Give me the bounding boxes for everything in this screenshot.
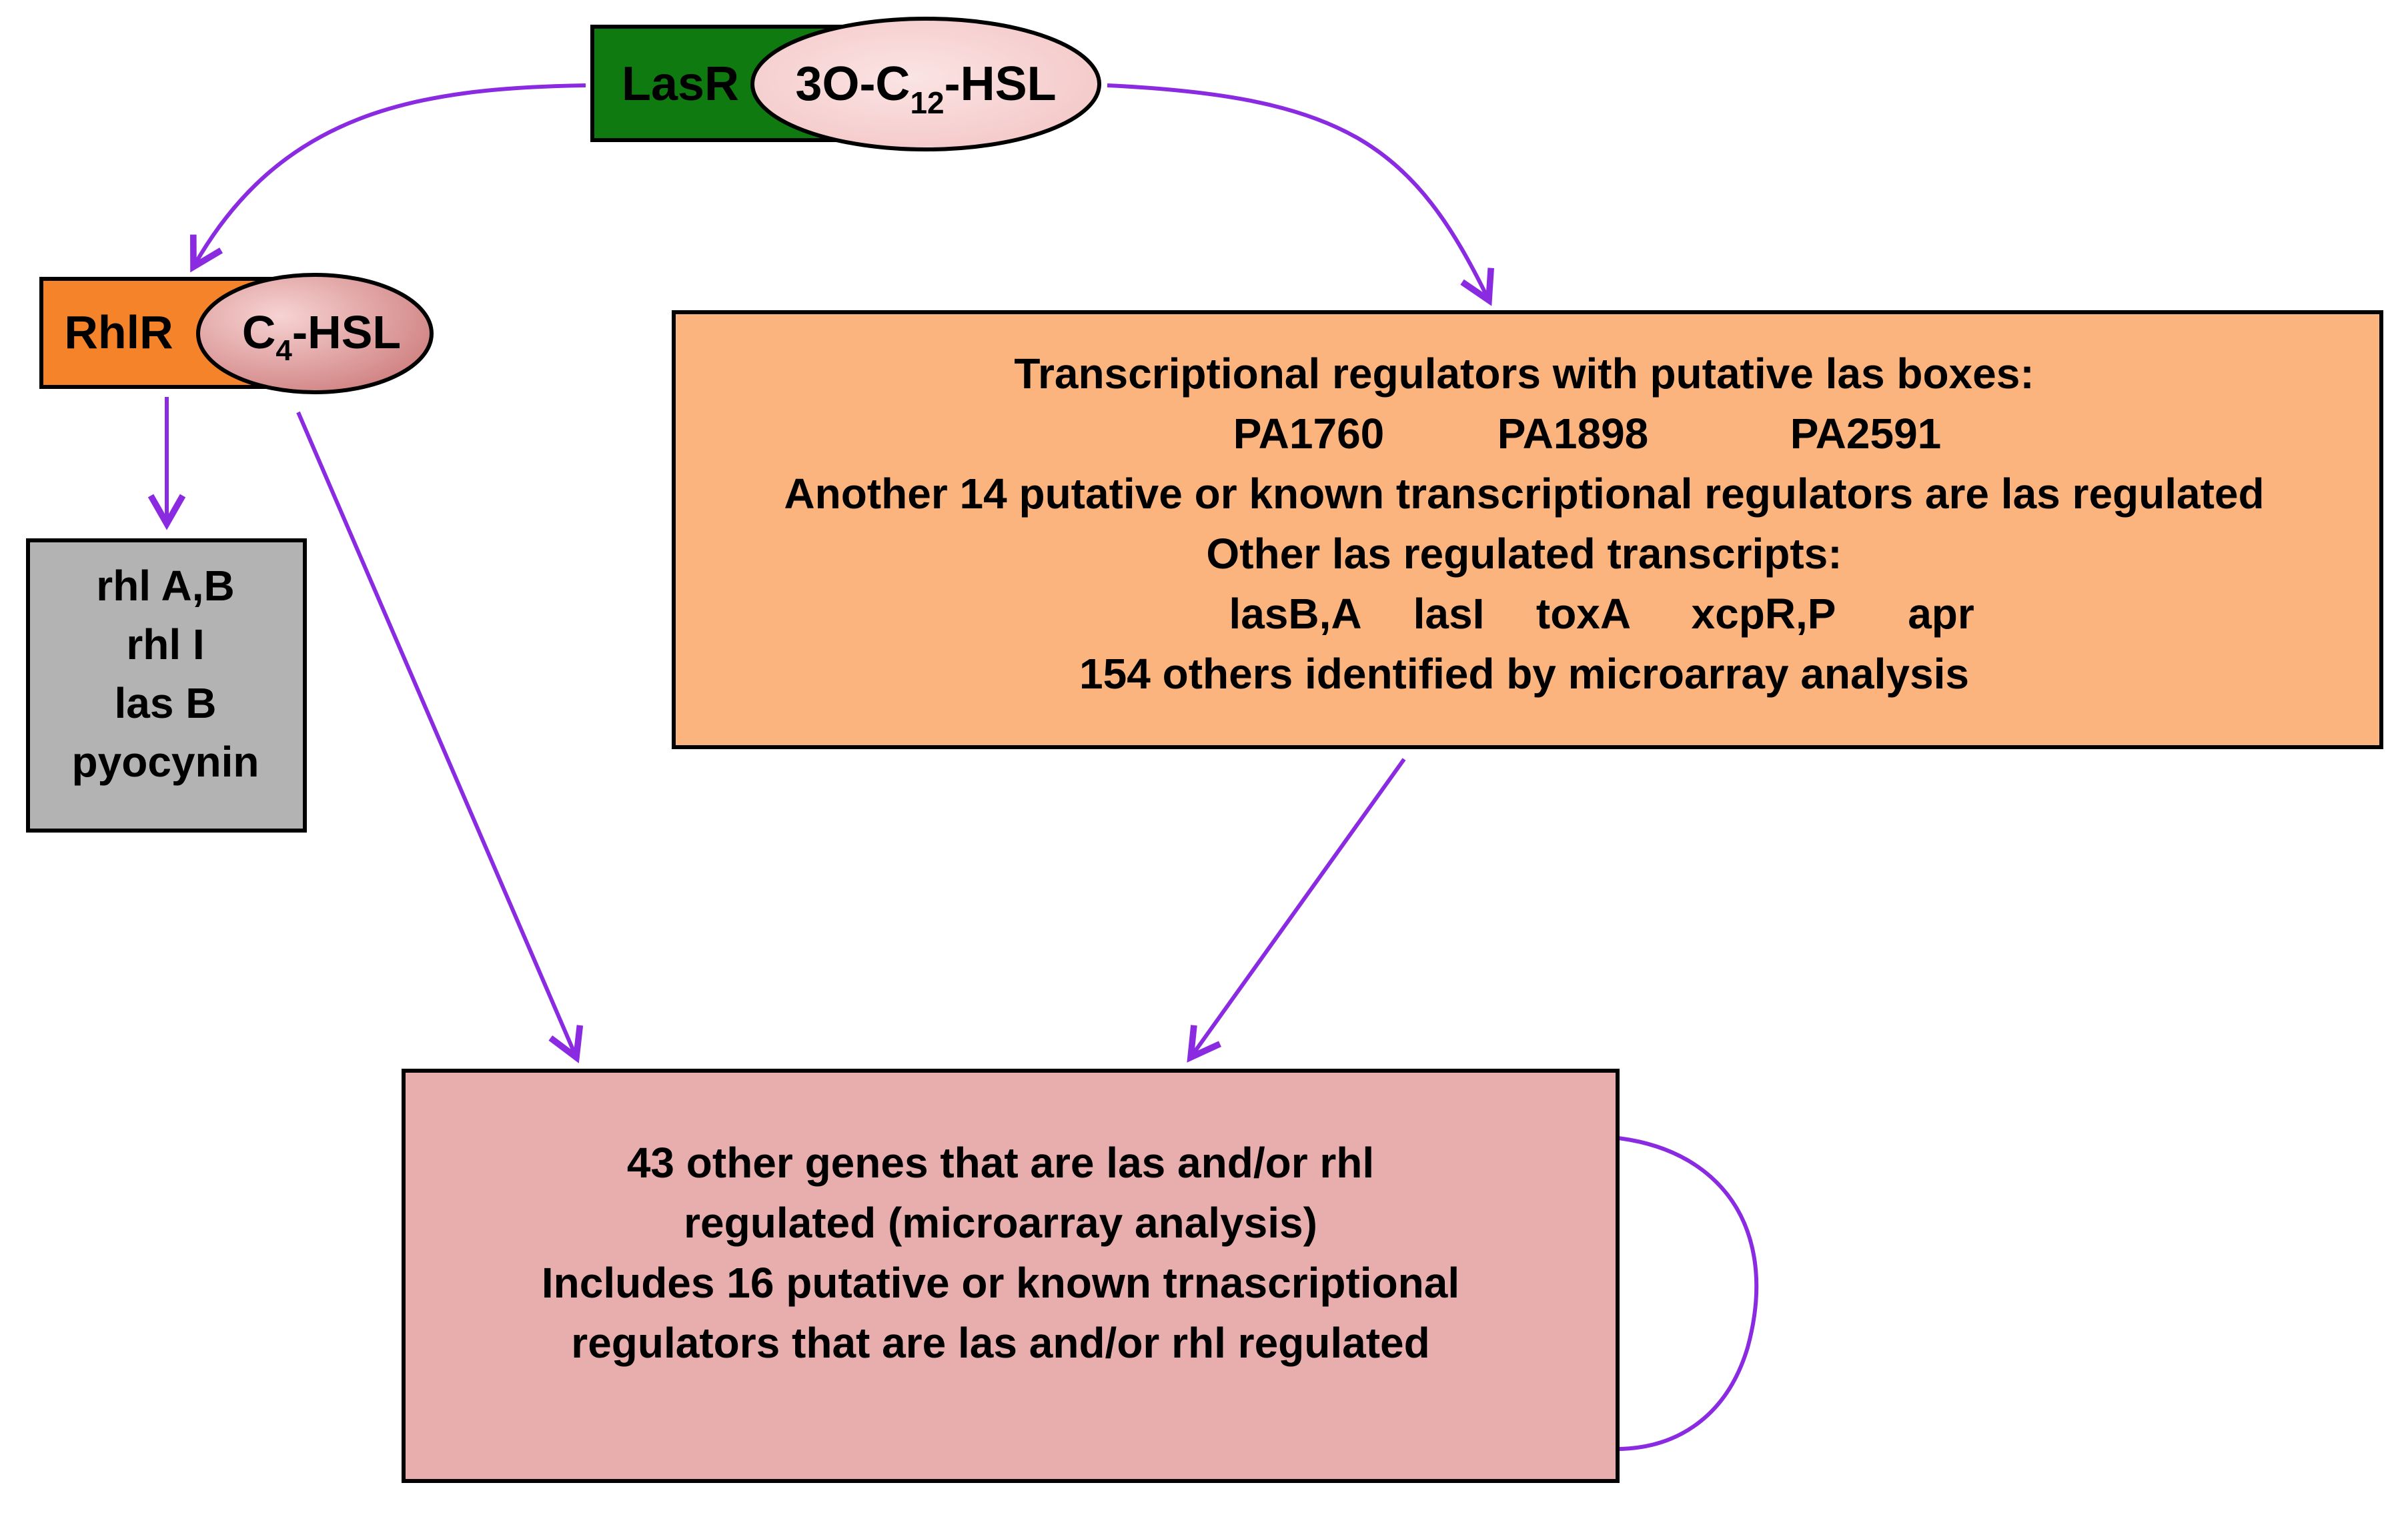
las-transcript: toxA [1536, 590, 1631, 638]
rhl-target-line: rhl A,B [96, 562, 234, 610]
las-transcript: apr [1908, 590, 1974, 638]
lasr-label: LasR [622, 57, 739, 111]
las-regulator-gene: PA1760 [1233, 410, 1385, 458]
las-regulon-title: Transcriptional regulators with putative… [1014, 350, 2034, 398]
rhlr-signal-label: C4-HSL [242, 306, 401, 367]
arrow-las-regulon-to-shared-regulon [1187, 758, 1406, 1063]
lasr-complex: LasR 3O-C12-HSL [590, 17, 1101, 151]
las-regulator-gene: PA2591 [1790, 410, 1942, 458]
las-transcripts-title: Other las regulated transcripts: [1206, 530, 1842, 578]
las-transcript: lasB,A [1229, 590, 1361, 638]
arrow-lasr-to-rhlr [190, 83, 586, 273]
rhl-target-line: rhl I [126, 620, 204, 668]
las-regulon-box: Transcriptional regulators with putative… [672, 310, 2383, 749]
shared-regulon-line: regulated (microarray analysis) [684, 1199, 1317, 1247]
arrow-rhlr-to-shared-regulon [296, 411, 584, 1063]
shared-regulon-line: regulators that are las and/or rhl regul… [571, 1319, 1429, 1367]
las-others-count: 154 others identified by microarray anal… [1079, 650, 1969, 698]
las-transcript: xcpR,P [1692, 590, 1836, 638]
las-other-regulators: Another 14 putative or known transcripti… [784, 470, 2264, 518]
shared-regulon-line: Includes 16 putative or known trnascript… [542, 1259, 1459, 1307]
shared-regulon-line: 43 other genes that are las and/or rhl [627, 1139, 1374, 1187]
rhl-target-line: pyocynin [72, 738, 259, 786]
rhlr-signal-ellipse [196, 273, 434, 394]
rhlr-complex: RhlR C4-HSL [39, 273, 434, 394]
lasr-signal-ellipse [750, 17, 1101, 151]
las-regulator-gene: PA1898 [1497, 410, 1649, 458]
rhlr-label: RhlR [64, 306, 173, 358]
shared-regulon-box: 43 other genes that are las and/or rhl r… [402, 1069, 1620, 1483]
arrow-lasr-to-las-regulon [1107, 83, 1494, 306]
rhl-target-line: las B [115, 679, 217, 727]
lasr-signal-label: 3O-C12-HSL [795, 57, 1056, 120]
rhl-targets-box: rhl A,B rhl I las B pyocynin [26, 538, 307, 833]
las-transcript: lasI [1413, 590, 1485, 638]
